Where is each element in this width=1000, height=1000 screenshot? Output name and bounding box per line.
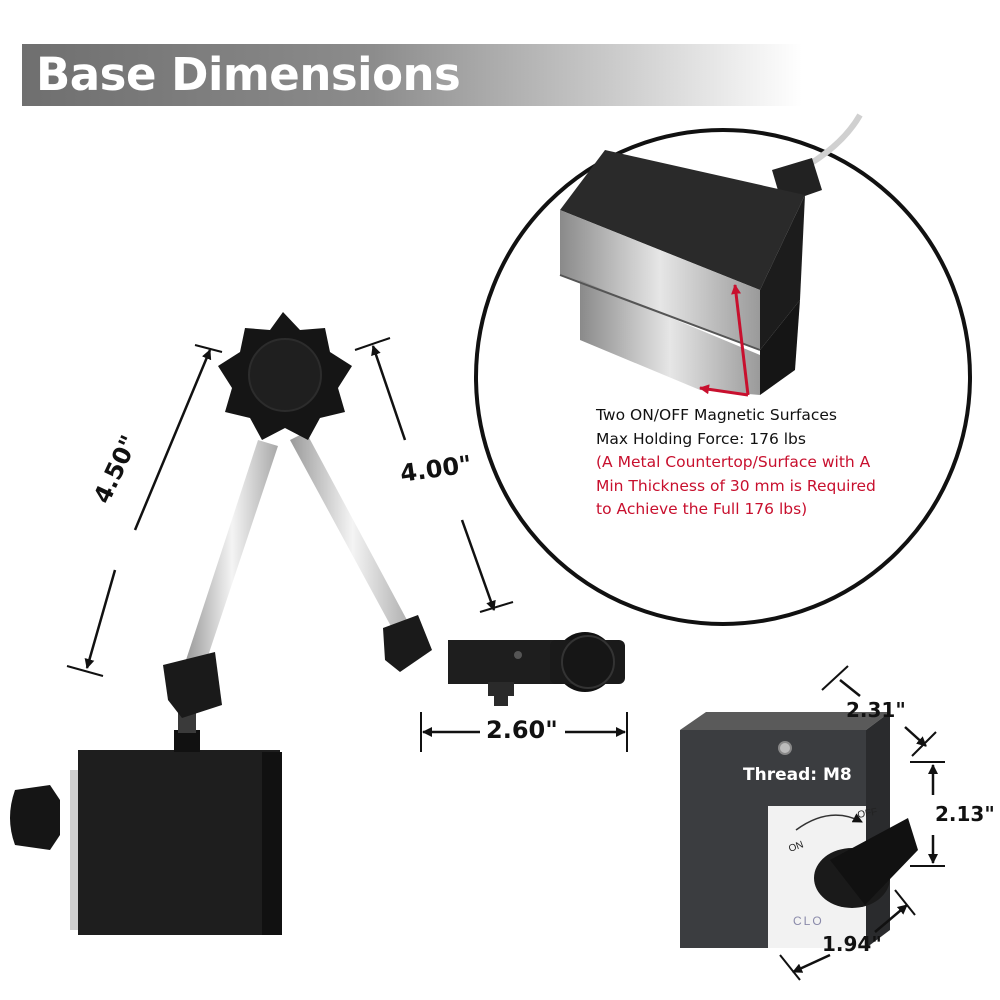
arm-stand-photo [10, 312, 625, 935]
off-label: OFF [857, 807, 879, 821]
magnet-info-line2: Max Holding Force: 176 lbs [596, 429, 806, 448]
base-width-dimension: 1.94" [822, 932, 882, 956]
on-label: ON [787, 839, 805, 854]
dimension-lines [66, 337, 945, 981]
brand-label: CLO [793, 914, 824, 928]
title-banner [22, 44, 802, 106]
magnet-note-line3: to Achieve the Full 176 lbs) [596, 500, 808, 518]
magnet-note-line1: (A Metal Countertop/Surface with A [596, 453, 871, 471]
magnet-note-line2: Min Thickness of 30 mm is Required [596, 476, 876, 495]
magnet-info-line1: Two ON/OFF Magnetic Surfaces [596, 406, 837, 424]
base-depth-dimension: 2.31" [846, 698, 906, 722]
base-height-dimension: 2.13" [935, 802, 995, 826]
cube-base-photo [680, 712, 918, 948]
magnet-info-text: Two ON/OFF Magnetic Surfaces Max Holding… [596, 404, 876, 522]
clamp-length-dimension: 2.60" [486, 716, 558, 744]
page-title: Base Dimensions [36, 48, 461, 101]
magnified-view-circle [474, 113, 972, 626]
thread-label: Thread: M8 [743, 765, 852, 785]
